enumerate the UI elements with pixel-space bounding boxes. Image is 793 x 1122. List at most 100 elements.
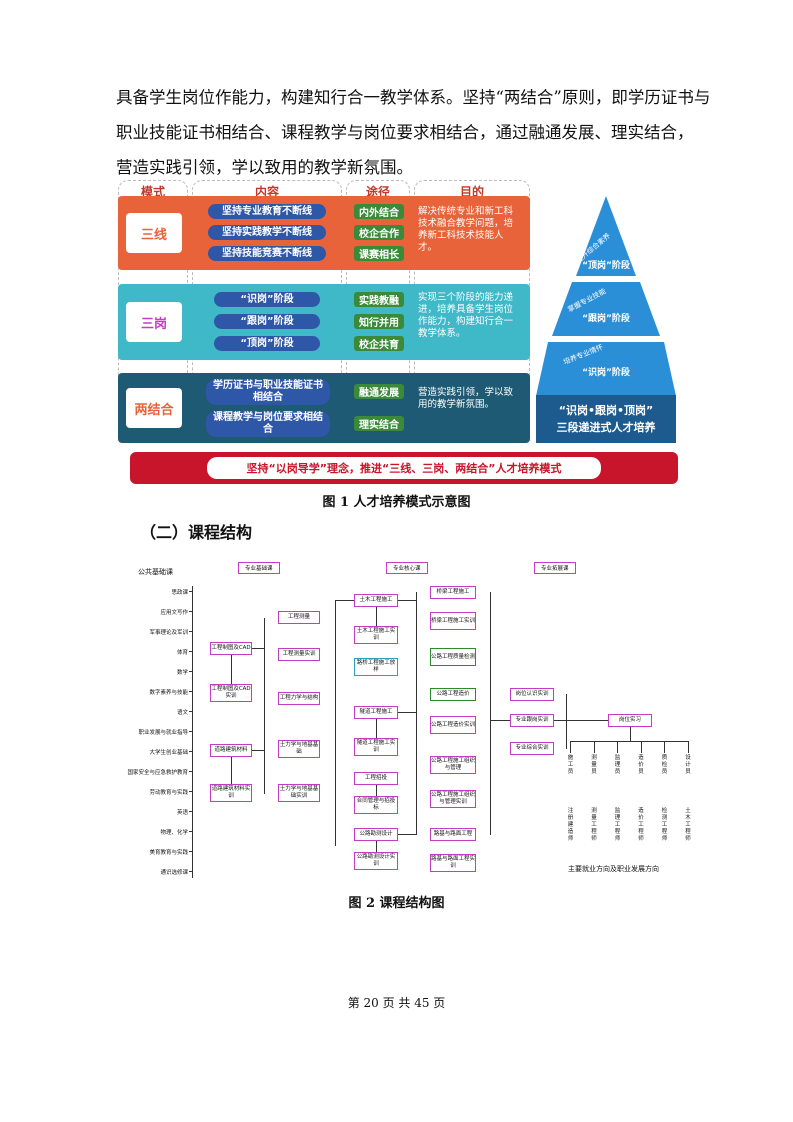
page-footer: 第 20 页 共 45 页: [347, 996, 446, 1010]
course-box: 专业跟岗实训: [510, 714, 554, 727]
content-pill: “跟岗”阶段: [214, 314, 320, 329]
connector: [376, 785, 377, 796]
connector: [231, 757, 232, 784]
col-heading: 内容: [254, 185, 279, 199]
figure-caption: 图 2 课程结构图: [348, 896, 445, 911]
connector: [490, 720, 510, 721]
public-course-item: 职业发展与就业指导: [138, 730, 188, 736]
course-box: 公路工程造价实训: [430, 716, 476, 734]
banner-text: 坚持“以岗导学”理念，推进“三线、三岗、两结合”人才培养模式: [206, 457, 602, 479]
content-pill: “识岗”阶段: [214, 292, 320, 307]
content-pill: “顶岗”阶段: [214, 336, 320, 351]
content-pill: 坚持技能竞赛不断线: [208, 246, 326, 261]
connector: [664, 741, 665, 753]
course-box: 岗位认识实训: [510, 688, 554, 701]
connector: [398, 834, 416, 835]
connector: [189, 851, 193, 852]
path-button: 实践教融: [354, 292, 404, 307]
course-box: 桥梁工程施工实训: [430, 612, 476, 630]
connector: [252, 648, 264, 649]
course-box: 公路工程施工组织与管理: [430, 756, 476, 774]
career-title: 造价工程师: [638, 808, 644, 842]
public-course-item: 应用文写作: [160, 610, 188, 616]
connector: [490, 592, 491, 835]
connector: [398, 712, 416, 713]
public-course-item: 劳动教育与实践: [149, 790, 188, 796]
purpose-text: 解决传统专业和新工科技术融合教学问题，培养新工科技术技能人才。: [418, 206, 514, 253]
pyramid-stage-label: “识岗”阶段: [582, 368, 630, 378]
connector: [189, 751, 193, 752]
path-button: 融通发展: [354, 384, 404, 399]
figure-caption: 图 1 人才培养模式示意图: [322, 495, 471, 510]
pyramid-base-line: “识岗•跟岗•顶岗”: [558, 404, 654, 417]
connector: [189, 811, 193, 812]
path-button: 课赛相长: [354, 246, 404, 261]
header-expand: 专业拓展课: [534, 562, 576, 574]
path-button: 理实结合: [354, 416, 404, 431]
career-caption: 主要就业方向及职业发展方向: [568, 865, 659, 873]
course-box: 公路勘测设计实训: [354, 852, 398, 870]
public-course-item: 物理、化学: [160, 830, 188, 836]
connector: [687, 741, 689, 753]
row-two-combinations: 两结合 学历证书与职业技能证书相结合 课程教学与岗位要求相结合 融通发展 理实结…: [118, 373, 530, 443]
job-title: 测量员: [591, 755, 597, 775]
col-heading: 目的: [459, 185, 484, 199]
course-box: 工程测量: [278, 611, 320, 624]
pyramid-graphic: [536, 196, 676, 396]
course-box: 工程制图及CAD实训: [210, 684, 252, 702]
course-box: 公路工程施工组织与管理实训: [430, 790, 476, 808]
pyramid-stage-label: “顶岗”阶段: [582, 261, 630, 271]
course-box: 路基与路面工程实训: [430, 854, 476, 872]
public-course-item: 数字素养与技能: [149, 690, 188, 696]
connector: [335, 600, 336, 846]
connector: [189, 791, 193, 792]
col-heading: 途径: [365, 185, 390, 199]
col-heading: 模式: [140, 185, 165, 199]
connector: [570, 741, 688, 742]
public-course-item: 国家安全与应急救护教育: [127, 770, 188, 776]
content-pill: 坚持专业教育不断线: [208, 204, 326, 219]
paragraph-line: 营造实践引领，学以致用的教学新氛围。: [116, 158, 413, 177]
connector: [554, 720, 608, 721]
course-box: 土木工程施工: [354, 594, 398, 607]
principle-banner: 坚持“以岗导学”理念，推进“三线、三岗、两结合”人才培养模式: [130, 452, 678, 484]
mode-label: 三岗: [126, 302, 182, 342]
connector: [570, 741, 571, 753]
course-box: 道路建筑材料实训: [210, 784, 252, 802]
public-course-item: 语文: [176, 710, 188, 716]
course-structure-diagram: 公共基础课 专业基础课 专业核心课 专业拓展课 思政课应用文写作军事理论及军训体…: [127, 556, 691, 886]
talent-training-diagram: 模式 内容 途径 目的 三线 坚持专业教育不断线 坚持实践教学不断线 坚持技能竞…: [118, 180, 678, 490]
connector: [416, 592, 417, 835]
row-three-posts: 三岗 “识岗”阶段 “跟岗”阶段 “顶岗”阶段 实践教融 知行并用 校企共育 实…: [118, 284, 530, 360]
purpose-text: 实现三个阶段的能力递进，培养具备学生岗位作能力，构建知行合一教学体系。: [418, 292, 514, 339]
public-course-item: 美育教育与实践: [149, 850, 188, 856]
path-button: 知行并用: [354, 314, 404, 329]
connector: [189, 671, 193, 672]
public-course-item: 思政课: [171, 590, 188, 596]
public-course-item: 通识选修课: [160, 870, 188, 876]
course-box: 合同管理与招投标: [354, 796, 398, 814]
course-box: 隧道工程施工: [354, 706, 398, 719]
connector: [593, 741, 595, 753]
connector: [189, 831, 193, 832]
connector: [566, 694, 567, 749]
course-box: 工程招投: [354, 772, 398, 785]
connector: [192, 586, 193, 878]
course-box: 路基与路面工程: [430, 828, 476, 841]
connector: [376, 841, 377, 852]
connector: [376, 607, 377, 626]
job-title: 设计员: [685, 755, 691, 775]
path-button: 校企合作: [354, 225, 404, 240]
job-title: 施工员: [567, 755, 574, 775]
course-box: 土木工程施工实训: [354, 626, 398, 644]
connector: [189, 631, 193, 632]
connector: [189, 611, 193, 612]
connector: [189, 871, 193, 872]
career-title: 测量工程师: [591, 808, 597, 842]
content-pill: 学历证书与职业技能证书相结合: [206, 379, 330, 405]
purpose-text: 营造实践引领，学以致用的教学新氛围。: [418, 387, 514, 410]
career-title: 检测工程师: [661, 808, 668, 842]
public-course-item: 大学生创业基础: [149, 750, 188, 756]
intro-paragraph: 具备学生岗位作能力，构建知行合一教学体系。坚持“两结合”原则，即学历证书与 职业…: [116, 80, 710, 185]
course-box: 专业综合实训: [510, 742, 554, 755]
